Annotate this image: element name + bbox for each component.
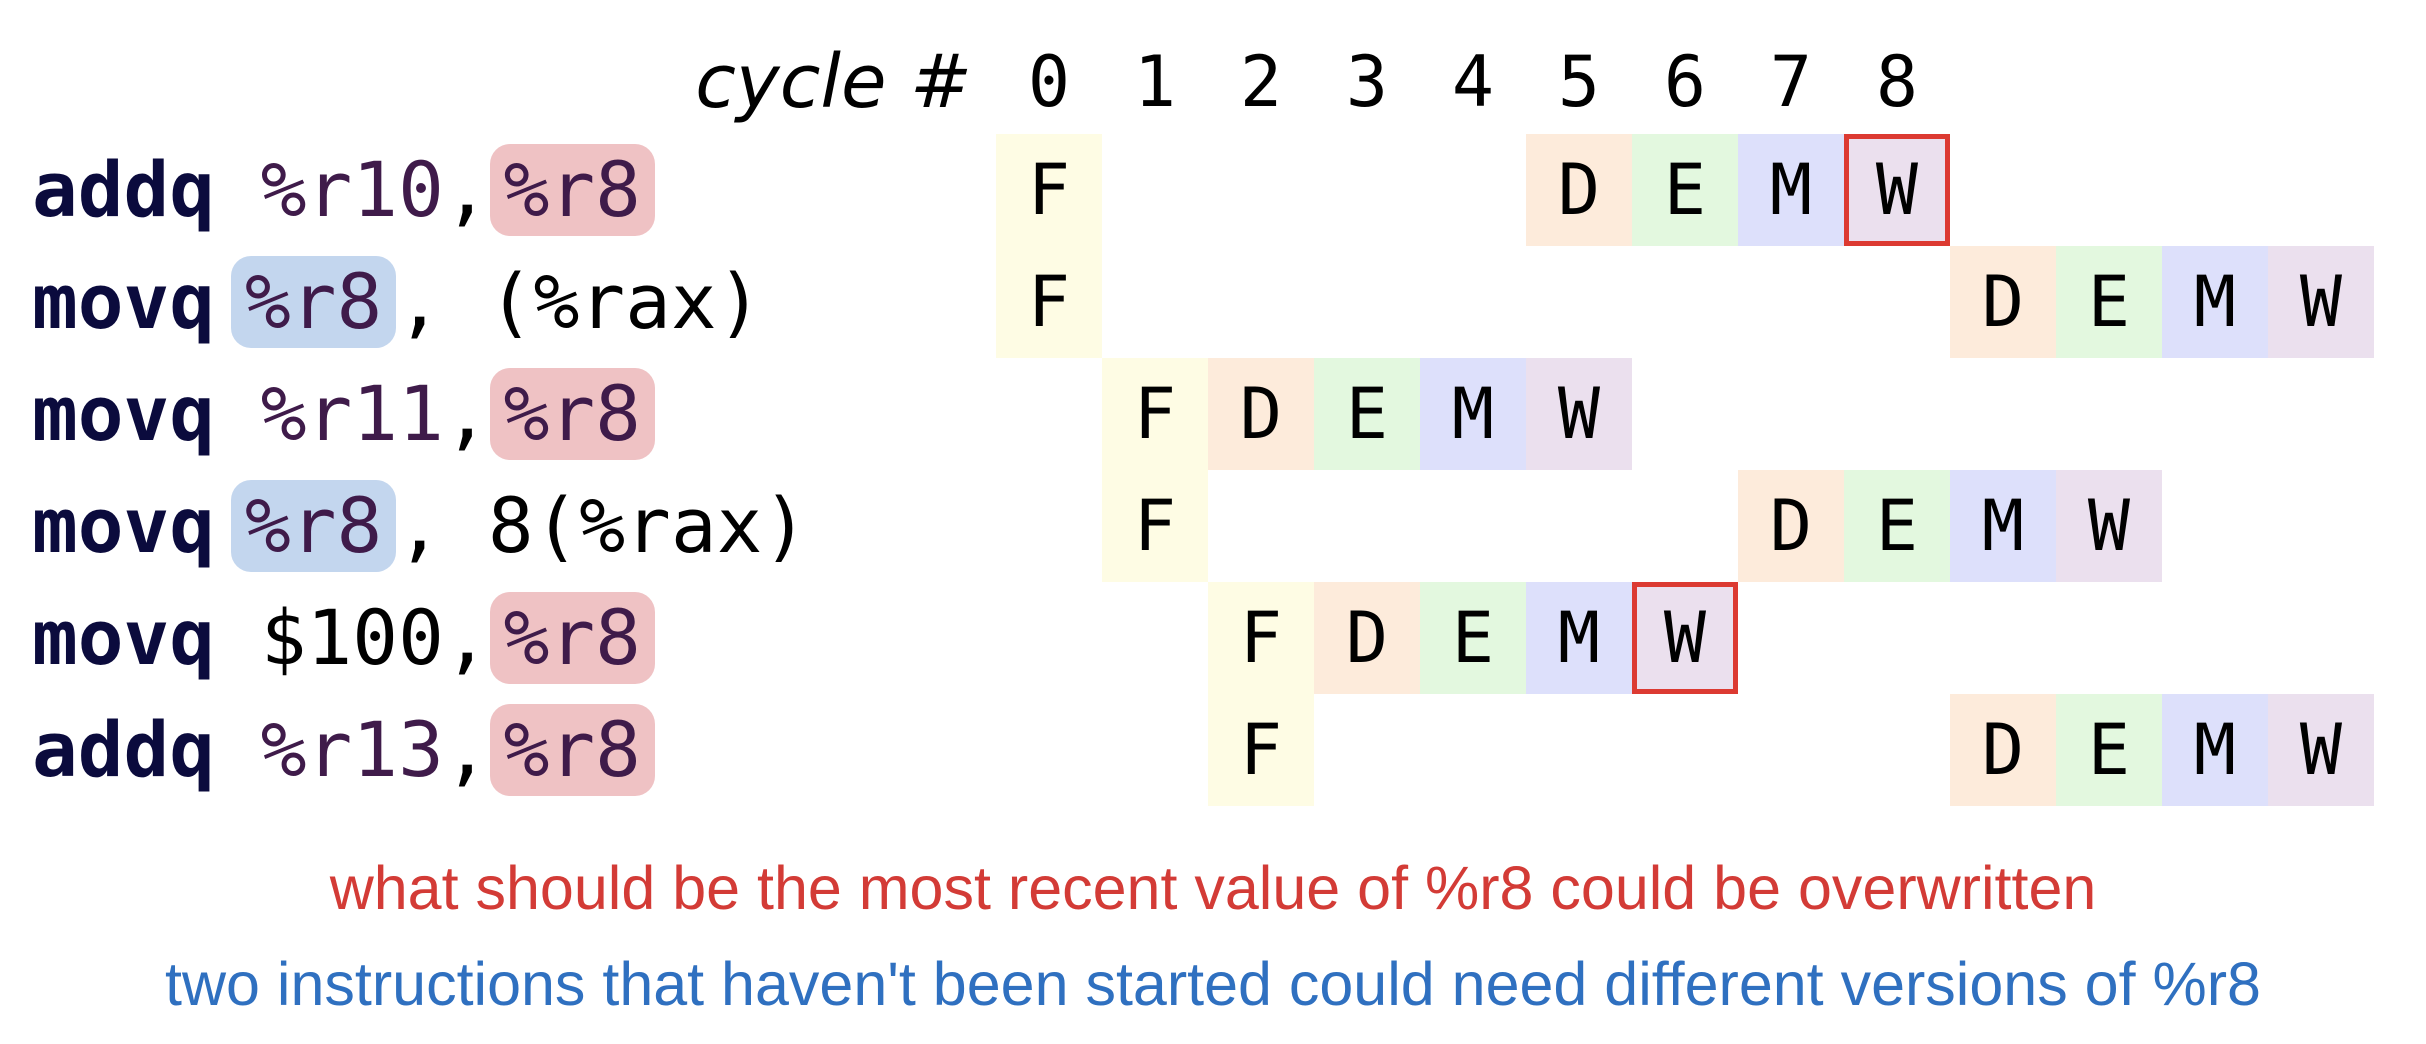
instruction-row-3: movq%r8, 8(%rax) bbox=[32, 476, 808, 576]
opcode: movq bbox=[32, 481, 216, 570]
destination-operand: (%rax) bbox=[487, 257, 763, 346]
version-conflict-note: two instructions that haven't been start… bbox=[165, 950, 2261, 1018]
overwrite-hazard-note: what should be the most recent value of … bbox=[329, 854, 2097, 922]
stage-w-cell: W bbox=[2056, 470, 2162, 582]
stage-d-cell: D bbox=[1950, 246, 2056, 358]
opcode: addq bbox=[32, 705, 216, 794]
cycle-6-label: 6 bbox=[1663, 41, 1707, 123]
stage-e-cell: E bbox=[2056, 246, 2162, 358]
destination-operand: %r8 bbox=[489, 704, 655, 796]
stage-f-cell: F bbox=[996, 134, 1102, 246]
stage-m-cell: M bbox=[1738, 134, 1844, 246]
cycle-2-label: 2 bbox=[1239, 41, 1283, 123]
instruction-row-2: movq %r11,%r8 bbox=[32, 364, 655, 464]
operand-separator: , bbox=[443, 145, 490, 234]
source-operand: %r13 bbox=[260, 705, 444, 794]
stage-d-cell: D bbox=[1526, 134, 1632, 246]
operand-separator: , bbox=[396, 481, 443, 570]
source-operand: %r11 bbox=[260, 369, 444, 458]
stage-f-cell: F bbox=[1102, 358, 1208, 470]
opcode: movq bbox=[32, 593, 216, 682]
stage-w-cell: W bbox=[1632, 582, 1738, 694]
stage-f-cell: F bbox=[1102, 470, 1208, 582]
stage-f-cell: F bbox=[1208, 694, 1314, 806]
stage-e-cell: E bbox=[2056, 694, 2162, 806]
operand-separator: , bbox=[443, 369, 490, 458]
stage-d-cell: D bbox=[1314, 582, 1420, 694]
source-operand: %r10 bbox=[260, 145, 444, 234]
cycle-0-label: 0 bbox=[1027, 41, 1071, 123]
cycle-7-label: 7 bbox=[1769, 41, 1813, 123]
stage-d-cell: D bbox=[1208, 358, 1314, 470]
stage-e-cell: E bbox=[1314, 358, 1420, 470]
stage-w-cell: W bbox=[1844, 134, 1950, 246]
destination-operand: %r8 bbox=[489, 368, 655, 460]
stage-f-cell: F bbox=[996, 246, 1102, 358]
opcode: movq bbox=[32, 257, 216, 346]
source-operand: %r8 bbox=[231, 256, 397, 348]
instruction-row-0: addq %r10,%r8 bbox=[32, 140, 655, 240]
stage-m-cell: M bbox=[1420, 358, 1526, 470]
cycle-1-label: 1 bbox=[1133, 41, 1177, 123]
cycle-header-label: cycle # bbox=[695, 39, 972, 125]
stage-e-cell: E bbox=[1844, 470, 1950, 582]
destination-operand: %r8 bbox=[489, 592, 655, 684]
cycle-3-label: 3 bbox=[1345, 41, 1389, 123]
stage-e-cell: E bbox=[1632, 134, 1738, 246]
stage-d-cell: D bbox=[1950, 694, 2056, 806]
instruction-row-4: movq $100,%r8 bbox=[32, 588, 655, 688]
cycle-4-label: 4 bbox=[1451, 41, 1495, 123]
instruction-row-1: movq%r8, (%rax) bbox=[32, 252, 762, 352]
cycle-8-label: 8 bbox=[1875, 41, 1919, 123]
operand-separator: , bbox=[443, 705, 490, 794]
cycle-5-label: 5 bbox=[1557, 41, 1601, 123]
stage-m-cell: M bbox=[2162, 694, 2268, 806]
stage-m-cell: M bbox=[1526, 582, 1632, 694]
opcode: movq bbox=[32, 369, 216, 458]
stage-e-cell: E bbox=[1420, 582, 1526, 694]
source-operand: %r8 bbox=[231, 480, 397, 572]
source-operand: $100 bbox=[260, 593, 444, 682]
stage-w-cell: W bbox=[2268, 694, 2374, 806]
stage-w-cell: W bbox=[1526, 358, 1632, 470]
destination-operand: %r8 bbox=[489, 144, 655, 236]
destination-operand: 8(%rax) bbox=[487, 481, 809, 570]
opcode: addq bbox=[32, 145, 216, 234]
operand-separator: , bbox=[396, 257, 443, 346]
stage-f-cell: F bbox=[1208, 582, 1314, 694]
operand-separator: , bbox=[443, 593, 490, 682]
stage-w-cell: W bbox=[2268, 246, 2374, 358]
stage-m-cell: M bbox=[1950, 470, 2056, 582]
stage-m-cell: M bbox=[2162, 246, 2268, 358]
instruction-row-5: addq %r13,%r8 bbox=[32, 700, 655, 800]
stage-d-cell: D bbox=[1738, 470, 1844, 582]
